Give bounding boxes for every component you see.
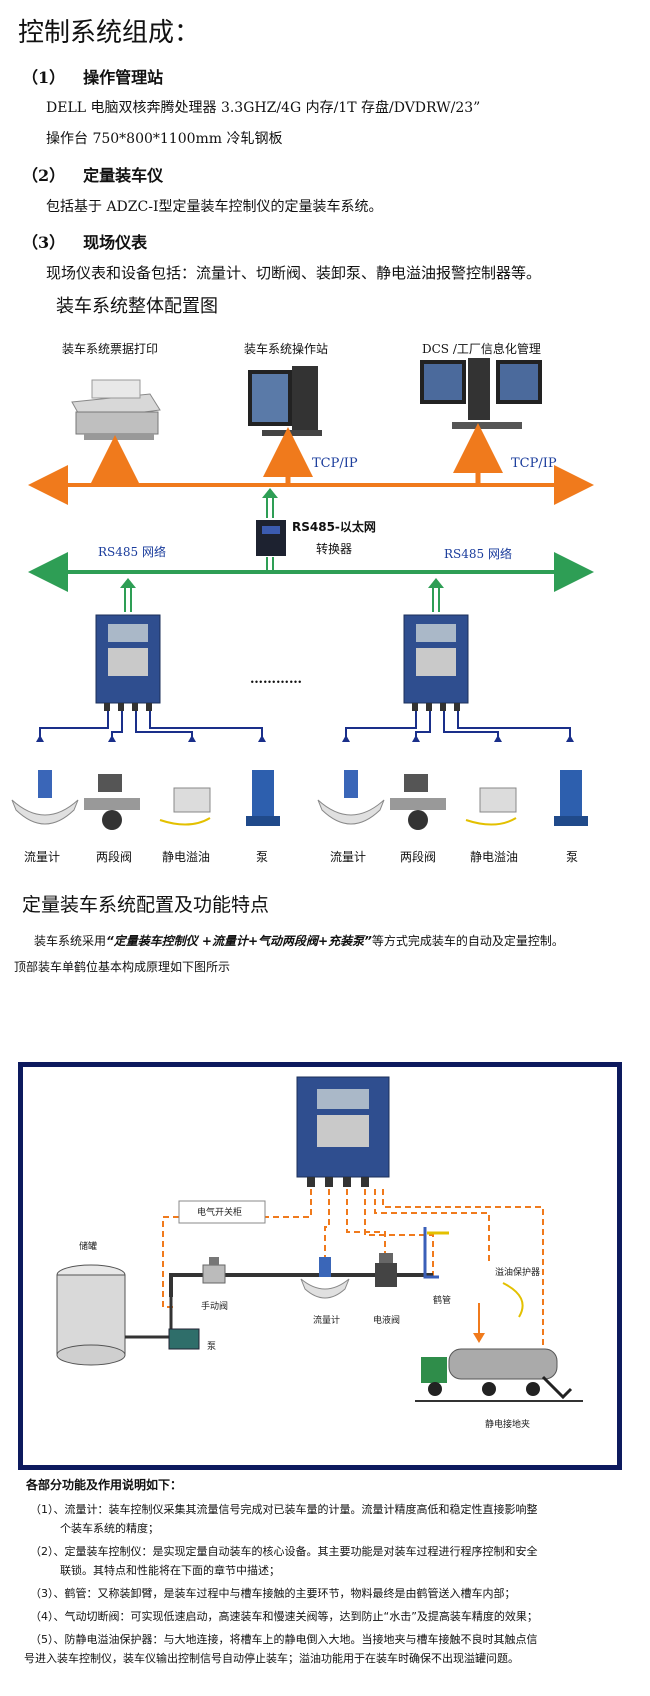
flowmeter-left-icon xyxy=(11,770,79,825)
manual-valve-icon xyxy=(202,1257,226,1284)
label-manual-valve: 手动阀 xyxy=(201,1302,229,1312)
label-switch-cabinet: 电气开关柜 xyxy=(197,1208,243,1218)
valve-left-icon xyxy=(84,774,140,830)
section2-intro2: 顶部装车单鹤位基本构成原理如下图所示 xyxy=(14,960,231,974)
tank-truck-icon xyxy=(415,1348,583,1402)
label-pump-right: 泵 xyxy=(566,850,579,864)
static-protector-right-icon xyxy=(465,787,517,826)
pump-icon xyxy=(168,1328,200,1350)
label-tank: 储罐 xyxy=(79,1242,98,1252)
overflow-protector-icon xyxy=(502,1282,524,1318)
pump-right-icon xyxy=(554,770,588,826)
label-valve-right: 两段阀 xyxy=(400,850,437,864)
tank-icon xyxy=(56,1264,126,1366)
section-1-line-2: 操作台 750*800*1100mm 冷轧钢板 xyxy=(46,131,283,147)
section2-heading: 定量装车系统配置及功能特点 xyxy=(22,894,270,916)
flowmeter-right-icon xyxy=(317,770,385,825)
ground-clamp-icon xyxy=(541,1375,573,1400)
label-hydraulic-valve: 电液阀 xyxy=(373,1316,401,1326)
section2-intro: 装车系统采用“定量装车控制仪 +流量计+气动两段阀+充装泵”等方式完成装车的自动… xyxy=(34,934,564,948)
label-static-left: 静电溢油 xyxy=(162,850,211,864)
note-2: （2）、定量装车控制仪：是实现定量自动装车的核心设备。其主要功能是对装车过程进行… xyxy=(30,1545,538,1577)
hydraulic-valve-icon xyxy=(375,1253,397,1287)
static-protector-left-icon xyxy=(159,787,211,826)
label-overflow: 溢油保护器 xyxy=(495,1268,541,1278)
crane-pipe-icon xyxy=(423,1227,449,1279)
controller-right-icon xyxy=(403,614,469,711)
label-static-right: 静电溢油 xyxy=(470,850,519,864)
label-ground-clamp: 静电接地夹 xyxy=(485,1420,531,1430)
note-5: （5）、防静电溢油保护器：与大地连接，将槽车上的静电倒入大地。当接地夹与槽车接触… xyxy=(24,1633,538,1665)
label-rs485-2: RS485 网络 xyxy=(444,547,512,561)
flowmeter-icon xyxy=(300,1257,350,1299)
section-3-heading: （3）现场仪表 xyxy=(22,233,148,252)
valve-right-icon xyxy=(390,774,446,830)
diagram1-title: 装车系统整体配置图 xyxy=(56,296,218,317)
section-1-line-1: DELL 电脑双核奔腾处理器 3.3GHZ/4G 内存/1T 存盘/DVDRW/… xyxy=(46,100,481,116)
controller-left-icon xyxy=(95,614,161,711)
label-valve-left: 两段阀 xyxy=(96,850,133,864)
ellipsis-dots: ………… xyxy=(250,672,302,687)
page-title: 控制系统组成： xyxy=(18,18,201,48)
switch-cabinet-box xyxy=(178,1200,266,1224)
loading-principle-diagram: 电气开关柜 储罐 手动阀 泵 流量计 电液阀 鹤管 溢油保护器 静电接地夹 xyxy=(18,1062,622,1470)
label-tcp-2: TCP/IP xyxy=(511,456,557,471)
label-flowmeter: 流量计 xyxy=(313,1316,341,1326)
label-flowmeter-left: 流量计 xyxy=(24,850,61,864)
notes-heading: 各部分功能及作用说明如下： xyxy=(26,1478,183,1492)
section-3-line-1: 现场仪表和设备包括：流量计、切断阀、装卸泵、静电溢油报警控制器等。 xyxy=(46,264,542,282)
label-ticket-print: 装车系统票据打印 xyxy=(62,342,159,356)
label-pump: 泵 xyxy=(207,1342,217,1352)
note-3: （3）、鹤管：又称装卸臂，是装车过程中与槽车接触的主要环节，物料最终是由鹤管送入… xyxy=(30,1587,516,1600)
label-crane-pipe: 鹤管 xyxy=(433,1296,452,1306)
section-1-heading: （1）操作管理站 xyxy=(22,68,164,87)
label-operation-station: 装车系统操作站 xyxy=(244,342,329,356)
principle-graphics xyxy=(56,1076,583,1402)
note-4: （4）、气动切断阀：可实现低速启动，高速装车和慢速关阀等，达到防止“水击”及提高… xyxy=(30,1610,538,1623)
section-2-line-1: 包括基于 ADZC-Ⅰ型定量装车控制仪的定量装车系统。 xyxy=(46,199,383,215)
notes-list: （1）、流量计：装车控制仪采集其流量信号完成对已装车量的计量。流量计精度高低和稳… xyxy=(24,1500,630,1668)
label-converter-line2: 转换器 xyxy=(316,542,353,556)
note-1: （1）、流量计：装车控制仪采集其流量信号完成对已装车量的计量。流量计精度高低和稳… xyxy=(30,1503,538,1535)
printer-icon xyxy=(71,379,161,440)
system-config-diagram xyxy=(11,358,594,830)
dcs-icon xyxy=(420,358,542,429)
label-pump-left: 泵 xyxy=(256,850,269,864)
label-rs485-1: RS485 网络 xyxy=(98,545,166,559)
label-dcs: DCS /工厂信息化管理 xyxy=(422,342,541,356)
label-tcp-1: TCP/IP xyxy=(312,456,358,471)
label-converter-line1: RS485-以太网 xyxy=(292,520,376,534)
controller-icon xyxy=(296,1076,390,1187)
label-flowmeter-right: 流量计 xyxy=(330,850,367,864)
converter-icon xyxy=(256,520,286,556)
pump-left-icon xyxy=(246,770,280,826)
section-2-heading: （2）定量装车仪 xyxy=(22,166,164,185)
workstation-icon xyxy=(248,366,322,436)
